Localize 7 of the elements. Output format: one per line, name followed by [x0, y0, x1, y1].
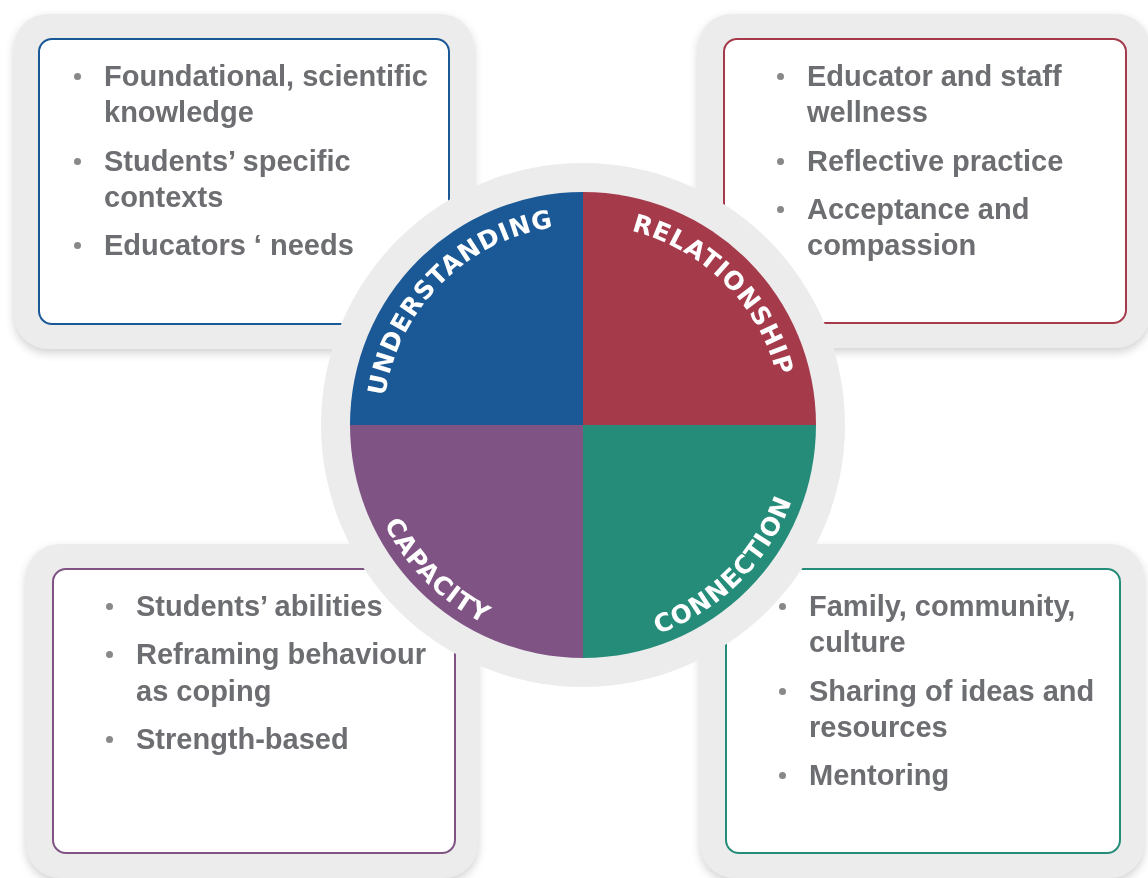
bullet-text: Reflective practice — [807, 143, 1065, 179]
bullet-text: Sharing of ideas and resources — [809, 673, 1096, 745]
bullet-text: Mentoring — [809, 758, 951, 793]
bullet-text: Educator and staff wellness — [807, 59, 1063, 131]
bullet-text: Foundational, scientific knowledge — [104, 59, 429, 131]
bullet-text: Students’ specific contexts — [104, 143, 352, 215]
bullet-text: Strength-based — [136, 721, 350, 757]
